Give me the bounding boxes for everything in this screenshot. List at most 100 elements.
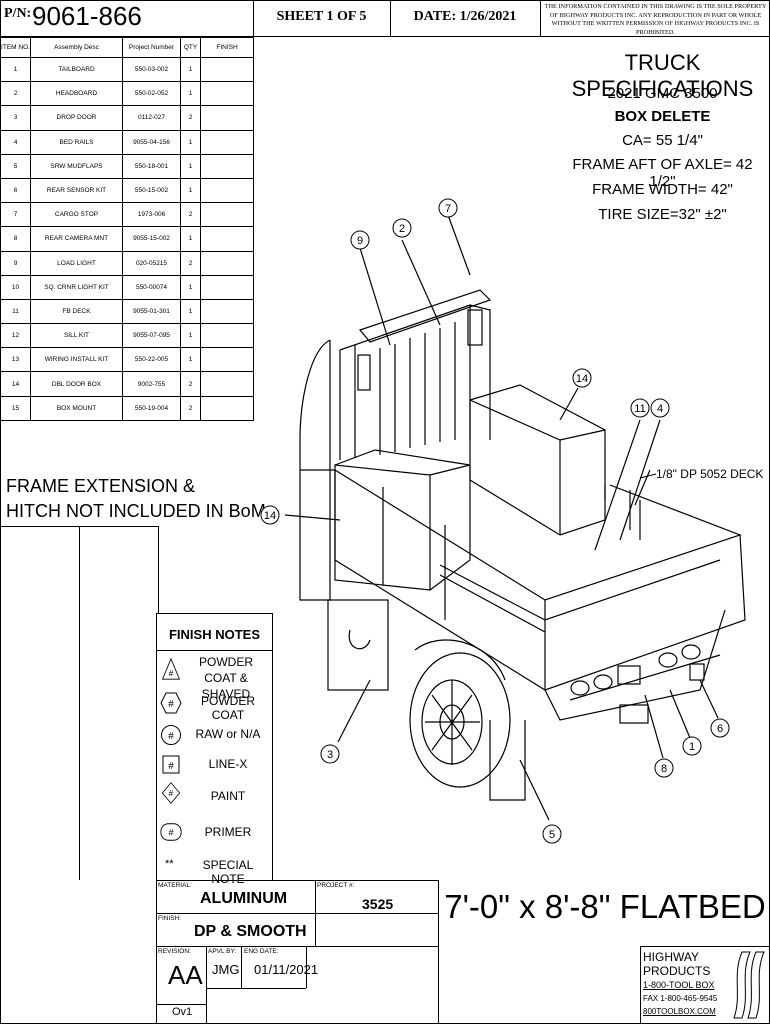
bom-finish (200, 202, 254, 228)
front-toolbox (334, 449, 471, 591)
bom-project-number: 9055-07-095 (122, 323, 181, 349)
special-note-symbol: ** (165, 858, 174, 870)
callout-1-label: 1 (689, 741, 695, 753)
bom-item-no: 9 (0, 250, 31, 276)
apvl-eng-bottom (206, 988, 306, 989)
finish-notes-heading: FINISH NOTES (168, 627, 260, 642)
spec-ca: CA= 55 1/4" (622, 132, 703, 149)
bom-desc: DBL DOOR BOX (30, 371, 123, 397)
bom-desc: HEADBOARD (30, 81, 123, 107)
callout-9 (350, 230, 370, 250)
square-symbol-mark: # (168, 761, 174, 772)
company-line-4: FAX 1-800-465-9545 (643, 994, 718, 1003)
square-symbol-icon: # (162, 755, 180, 774)
bom-item-no: 8 (0, 226, 31, 252)
bom-finish (200, 56, 254, 83)
bom-project-number: 9055-01-301 (122, 298, 181, 325)
callout-14-top-label: 14 (576, 373, 588, 385)
bom-qty: 1 (180, 274, 201, 300)
revision-sub: Ov1 (172, 1006, 193, 1018)
callout-8 (654, 758, 674, 778)
bom-project-number: 550-22-005 (122, 347, 181, 373)
bom-desc: SQ. CRNR LIGHT KIT (30, 274, 123, 300)
callout-14-left (260, 505, 280, 525)
bottom-block-top (156, 880, 438, 881)
bom-desc: REAR CAMERA MNT (30, 226, 123, 252)
bom-project-number: 9002-755 (122, 371, 181, 397)
bom-item-no: 11 (0, 298, 31, 325)
title-divider-2 (390, 0, 391, 36)
callout-11-label: 11 (634, 403, 645, 415)
sheet-number: SHEET 1 OF 5 (276, 9, 367, 24)
bom-qty: 1 (180, 347, 201, 373)
drawing-title: 7'-0" x 8'-8" FLATBED (444, 888, 766, 925)
callout-4-label: 4 (657, 403, 663, 415)
callout-6-label: 6 (717, 723, 723, 735)
callout-2-label: 2 (399, 223, 405, 235)
drawing-date: DATE: 1/26/2021 (413, 9, 517, 24)
bom-project-number: 550-02-052 (122, 81, 181, 107)
bom-desc: TAILBOARD (30, 56, 123, 83)
callout-7 (438, 198, 458, 218)
spec-frame-aft: FRAME AFT OF AXLE= 42 1/2" (572, 156, 753, 190)
bom-project-number: 020-05215 (122, 250, 181, 276)
bom-header-project: Project Number (122, 37, 181, 58)
bom-header-item: ITEM NO. (0, 37, 31, 58)
bom-project-number: 9055-04-156 (122, 129, 181, 155)
bom-qty: 2 (180, 395, 201, 421)
bom-qty: 2 (180, 202, 201, 228)
pill-symbol-mark: # (168, 828, 174, 838)
bom-finish (200, 298, 254, 325)
finish-row-special: ** SPECIAL NOTE (156, 852, 272, 886)
bom-qty: 2 (180, 250, 201, 276)
bom-finish (200, 395, 254, 421)
eng-date-value: 01/11/2021 (254, 962, 319, 977)
bom-desc: BED RAILS (30, 129, 123, 155)
title-divider-1 (253, 0, 254, 36)
bom-qty: 1 (180, 129, 201, 155)
bom-desc: SILL KIT (30, 323, 123, 349)
callout-11 (630, 398, 650, 418)
company-top (640, 946, 770, 947)
project-value: 3525 (362, 896, 394, 912)
bom-qty: 1 (180, 323, 201, 349)
bom-item-no: 5 (0, 153, 31, 179)
deck-note: 1/8" DP 5052 DECK (656, 467, 763, 481)
cab-outline (299, 339, 331, 601)
bom-finish (200, 226, 254, 252)
bom-desc: FB DECK (30, 298, 123, 325)
company-line-1: HIGHWAY (643, 950, 699, 964)
bom-project-number: 550-19-004 (122, 395, 181, 421)
callout-8-label: 8 (661, 763, 667, 775)
bottom-block-right (438, 880, 439, 1024)
spec-frame-width: FRAME WIDTH= 42" (592, 181, 733, 198)
headboard (339, 304, 491, 460)
frame-note-line-2: HITCH NOT INCLUDED IN BoM (6, 501, 266, 521)
callout-14-left-label: 14 (264, 510, 276, 522)
finish-label-primer: PRIMER (204, 825, 252, 839)
bom-finish (200, 347, 254, 373)
bom-project-number: 550-00074 (122, 274, 181, 300)
finish-label-powder-coat: POWDER COAT (201, 694, 255, 722)
revision-value: AA (168, 960, 203, 990)
material-value: ALUMINUM (200, 890, 288, 907)
bom-qty: 1 (180, 56, 201, 83)
bom-desc: SRW MUDFLAPS (30, 153, 123, 179)
hexagon-symbol-mark: # (168, 699, 174, 710)
flatbed-drawing: 7 2 9 14 11 4 14 6 1 8 3 5 1/8" DP 5052 … (260, 198, 763, 844)
pn-label: P/N: (4, 6, 32, 21)
bom-item-no: 3 (0, 105, 31, 131)
bom-finish (200, 105, 254, 131)
bom-desc: BOX MOUNT (30, 395, 123, 421)
finish-row-primer: # PRIMER (156, 818, 272, 846)
callout-3 (320, 744, 340, 764)
bom-project-number: 0112-027 (122, 105, 181, 131)
finish-label-raw: RAW or N/A (195, 727, 261, 741)
bom-item-no: 6 (0, 177, 31, 204)
